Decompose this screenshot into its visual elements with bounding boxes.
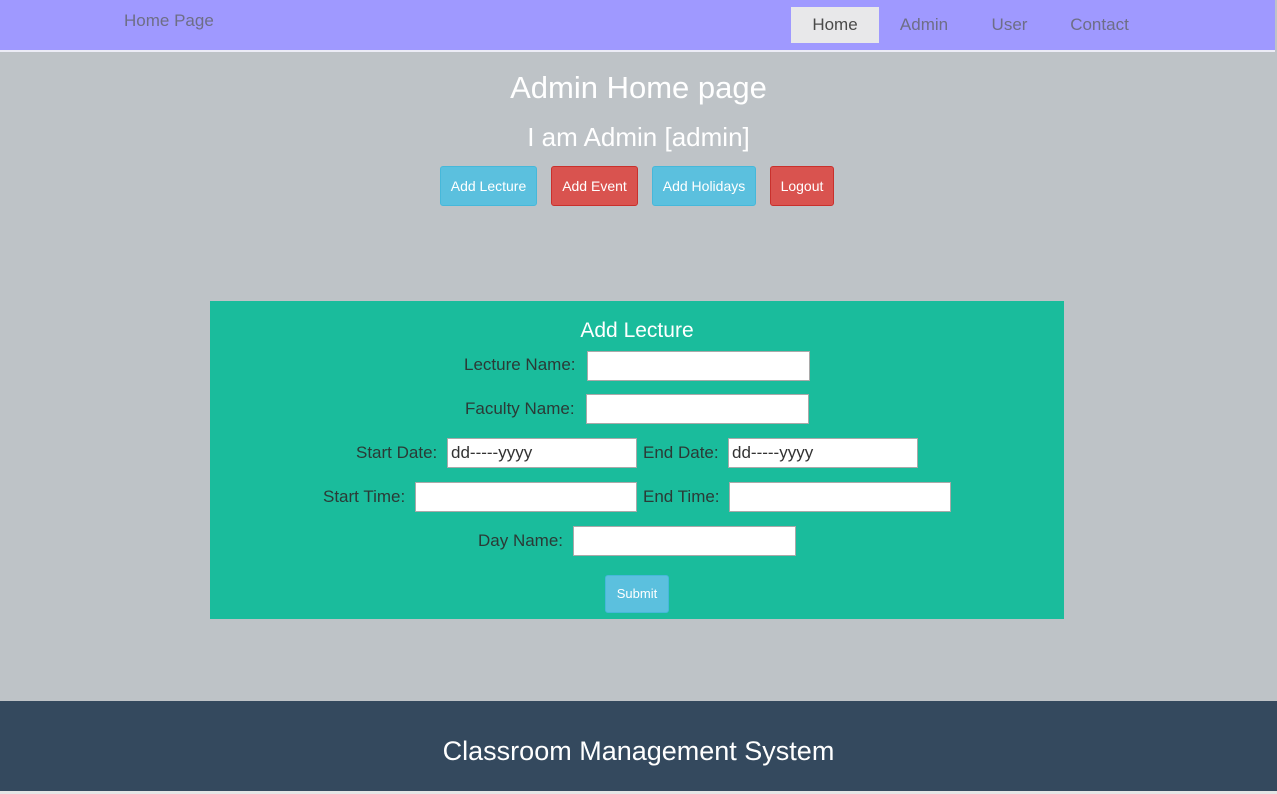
nav-item-home[interactable]: Home	[791, 7, 879, 43]
add-holidays-button[interactable]: Add Holidays	[652, 166, 756, 206]
end-date-input[interactable]	[728, 438, 918, 468]
form-title: Add Lecture	[580, 319, 694, 342]
submit-button[interactable]: Submit	[605, 575, 669, 613]
footer-text: Classroom Management System	[442, 736, 835, 766]
nav-item-user[interactable]: User	[991, 15, 1028, 34]
end-time-input[interactable]	[729, 482, 951, 512]
faculty-name-input[interactable]	[586, 394, 809, 424]
faculty-name-label: Faculty Name:	[465, 399, 575, 418]
start-time-label: Start Time:	[323, 487, 406, 506]
nav-menu: Home Admin User Contact	[791, 7, 1149, 43]
page-title: Admin Home page	[510, 70, 767, 105]
add-lecture-button[interactable]: Add Lecture	[440, 166, 537, 206]
logout-button[interactable]: Logout	[770, 166, 834, 206]
start-time-input[interactable]	[415, 482, 637, 512]
day-name-label: Day Name:	[478, 531, 564, 550]
navbar: Home Page Home Admin User Contact	[0, 0, 1275, 52]
nav-item-admin[interactable]: Admin	[899, 15, 949, 34]
lecture-name-input[interactable]	[587, 351, 810, 381]
page-subtitle: I am Admin [admin]	[527, 122, 750, 152]
add-lecture-form: Add Lecture Lecture Name: Faculty Name: …	[210, 301, 1064, 619]
day-name-input[interactable]	[573, 526, 796, 556]
end-date-label: End Date:	[643, 443, 719, 462]
brand-link[interactable]: Home Page	[124, 11, 214, 30]
start-date-input[interactable]	[447, 438, 637, 468]
nav-item-contact[interactable]: Contact	[1070, 15, 1129, 34]
add-event-button[interactable]: Add Event	[551, 166, 638, 206]
end-time-label: End Time:	[643, 487, 720, 506]
footer: Classroom Management System	[0, 701, 1277, 791]
start-date-label: Start Date:	[356, 443, 438, 462]
lecture-name-label: Lecture Name:	[464, 355, 576, 374]
bottom-strip	[0, 791, 1277, 794]
